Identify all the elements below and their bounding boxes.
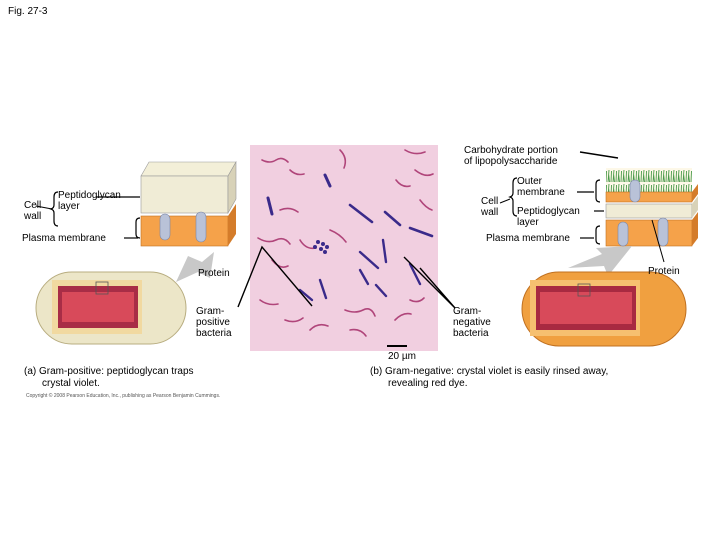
protein-label-left: Protein: [198, 268, 230, 279]
gram-negative-wall-block: [605, 168, 698, 247]
gram-negative-rods: [257, 149, 434, 337]
gram-positive-pointer: [237, 245, 313, 308]
plasma-membrane-left: [140, 215, 229, 247]
protein-left: [159, 213, 171, 241]
gram-negative-cell: [521, 271, 687, 347]
zoom-arrow-right: [568, 246, 632, 276]
gram-negative-pointer: [403, 256, 456, 309]
scale-bar-label: 20 µm: [388, 351, 416, 362]
gram-positive-rods: [266, 173, 434, 302]
protein-right: [629, 179, 641, 203]
protein-leader-right: [651, 219, 665, 263]
zoom-arrow-left: [176, 252, 214, 282]
peptidoglycan-layer-left: [140, 175, 229, 214]
cocci-cluster: [313, 240, 329, 254]
plasma-membrane-label-left: Plasma membrane: [22, 233, 106, 244]
caption-gram-positive: (a) Gram-positive: peptidoglycan traps c…: [24, 366, 194, 389]
protein-label-right: Protein: [648, 266, 680, 277]
lipopolysaccharide-layer: [606, 168, 692, 194]
carbohydrate-leader: [579, 151, 619, 159]
cell-wall-bracket-right: [508, 177, 518, 217]
micrograph-background: [250, 145, 438, 351]
gram-positive-wall-block: [140, 160, 237, 247]
gram-positive-cell: [35, 271, 187, 345]
plasma-membrane-label-right: Plasma membrane: [486, 233, 570, 244]
caption-gram-negative: (b) Gram-negative: crystal violet is eas…: [370, 366, 609, 389]
cell-wall-bracket-left: [49, 191, 59, 227]
figure-label: Fig. 27-3: [8, 6, 48, 17]
peptidoglycan-layer-right: [605, 203, 693, 219]
micrograph: [250, 145, 438, 351]
copyright-notice: Copyright © 2008 Pearson Education, Inc.…: [26, 393, 221, 399]
outer-membrane-right: [605, 191, 693, 203]
